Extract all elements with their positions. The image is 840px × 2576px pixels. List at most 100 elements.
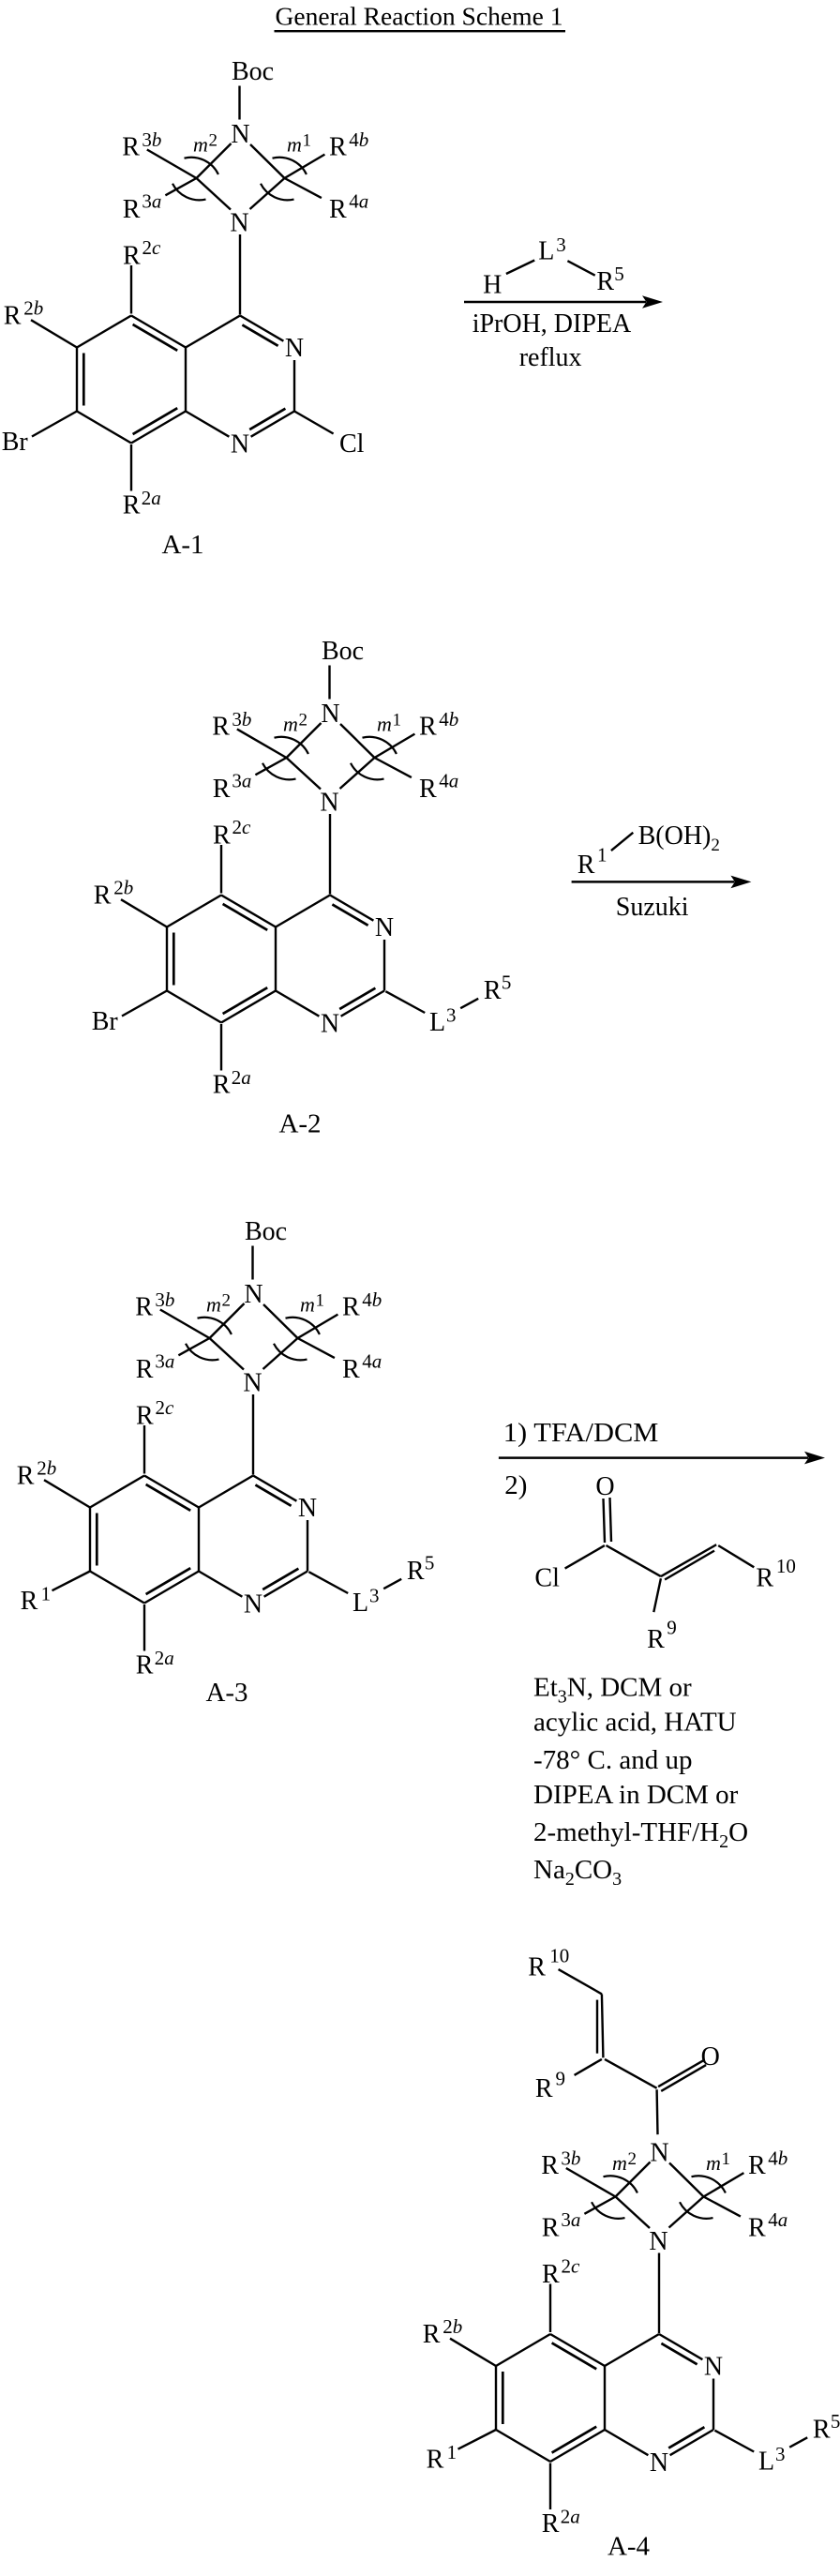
svg-text:R: R (213, 775, 231, 804)
svg-text:1) TFA/DCM: 1) TFA/DCM (503, 1418, 659, 1448)
svg-text:acylic acid, HATU: acylic acid, HATU (533, 1708, 737, 1738)
svg-text:5: 5 (831, 2410, 840, 2433)
svg-text:2: 2 (299, 711, 308, 731)
svg-text:3b: 3b (155, 1288, 174, 1311)
svg-text:10: 10 (776, 1555, 796, 1577)
svg-text:4a: 4a (768, 2208, 788, 2231)
svg-text:Br: Br (92, 1007, 119, 1036)
svg-text:R: R (427, 2445, 444, 2474)
svg-text:3a: 3a (232, 770, 251, 792)
svg-text:3: 3 (446, 1004, 457, 1027)
svg-text:H: H (483, 271, 502, 300)
svg-text:2-methyl-THF/H2O: 2-methyl-THF/H2O (533, 1817, 748, 1852)
svg-text:m: m (287, 132, 302, 156)
svg-text:Suzuki: Suzuki (616, 893, 689, 922)
svg-text:Boc: Boc (322, 637, 364, 666)
svg-text:iPrOH, DIPEA: iPrOH, DIPEA (472, 309, 632, 339)
svg-text:m: m (706, 2151, 721, 2175)
svg-text:2a: 2a (142, 487, 161, 509)
svg-text:4a: 4a (439, 770, 458, 792)
svg-text:4a: 4a (349, 190, 368, 213)
svg-text:A-4: A-4 (608, 2532, 651, 2562)
svg-text:9: 9 (556, 2068, 566, 2090)
svg-text:1: 1 (316, 1291, 325, 1311)
svg-text:2b: 2b (442, 2315, 462, 2338)
svg-text:5: 5 (425, 1551, 435, 1574)
svg-text:R: R (21, 1587, 38, 1616)
svg-text:N: N (375, 913, 394, 942)
svg-text:N: N (285, 334, 304, 363)
svg-text:R: R (123, 195, 141, 224)
svg-text:1: 1 (722, 2149, 731, 2169)
svg-text:5: 5 (502, 971, 512, 993)
svg-text:R: R (342, 1355, 360, 1384)
svg-text:2b: 2b (37, 1457, 56, 1480)
svg-text:4b: 4b (768, 2147, 788, 2170)
svg-text:R: R (748, 2151, 766, 2180)
svg-text:9: 9 (667, 1616, 677, 1638)
svg-text:reflux: reflux (519, 343, 582, 372)
svg-text:N: N (243, 1369, 262, 1398)
svg-text:N: N (321, 700, 339, 729)
svg-text:m: m (193, 132, 208, 156)
svg-text:4b: 4b (439, 708, 458, 731)
svg-text:4b: 4b (349, 128, 368, 151)
svg-text:R: R (542, 2260, 560, 2289)
svg-text:R: R (136, 1402, 154, 1431)
svg-text:A-3: A-3 (205, 1678, 248, 1708)
svg-text:2a: 2a (155, 1647, 174, 1669)
svg-text:N: N (298, 1494, 317, 1523)
svg-text:3: 3 (775, 2443, 786, 2465)
svg-text:R: R (342, 1292, 360, 1321)
svg-text:R: R (135, 1292, 153, 1321)
svg-text:2b: 2b (113, 877, 133, 899)
svg-text:3: 3 (556, 233, 566, 256)
svg-text:R: R (541, 2151, 559, 2180)
svg-text:N: N (244, 1590, 262, 1619)
svg-text:N: N (230, 209, 248, 238)
svg-text:N: N (650, 2448, 668, 2478)
svg-text:m: m (206, 1292, 221, 1316)
svg-text:N: N (231, 430, 249, 459)
svg-text:m: m (300, 1292, 315, 1316)
svg-text:2c: 2c (232, 816, 252, 838)
svg-text:N: N (704, 2353, 723, 2382)
svg-text:N: N (320, 789, 338, 818)
svg-text:R: R (756, 1564, 773, 1593)
svg-text:R: R (17, 1462, 35, 1491)
svg-text:1: 1 (393, 711, 402, 731)
svg-text:N: N (650, 2139, 668, 2168)
svg-text:R: R (647, 1625, 665, 1654)
svg-text:R: R (213, 1071, 231, 1100)
svg-text:10: 10 (549, 1944, 569, 1966)
svg-text:4b: 4b (362, 1288, 382, 1311)
svg-text:1: 1 (41, 1582, 52, 1604)
svg-text:Cl: Cl (534, 1564, 560, 1593)
svg-text:3b: 3b (561, 2147, 580, 2170)
svg-text:R: R (123, 491, 141, 520)
svg-text:2a: 2a (232, 1066, 251, 1089)
svg-text:2c: 2c (156, 1396, 175, 1419)
svg-text:2: 2 (628, 2149, 638, 2169)
svg-text:A-1: A-1 (161, 530, 203, 560)
svg-text:-78° C. and up: -78° C. and up (533, 1745, 692, 1775)
svg-text:O: O (701, 2042, 720, 2071)
svg-text:R: R (423, 2320, 441, 2349)
svg-text:DIPEA in DCM or: DIPEA in DCM or (533, 1780, 739, 1810)
svg-text:Na2CO3: Na2CO3 (533, 1855, 622, 1890)
svg-text:R: R (542, 2214, 560, 2243)
svg-text:2c: 2c (142, 236, 162, 259)
svg-text:R: R (484, 976, 502, 1005)
svg-text:R: R (213, 821, 231, 851)
svg-text:R: R (419, 775, 437, 804)
svg-text:2: 2 (222, 1291, 232, 1311)
svg-text:1: 1 (303, 131, 312, 151)
svg-text:R: R (407, 1557, 425, 1586)
svg-text:L: L (352, 1589, 368, 1618)
svg-text:L: L (429, 1008, 445, 1037)
svg-text:R: R (136, 1355, 154, 1384)
svg-text:R: R (94, 881, 112, 911)
svg-text:3: 3 (369, 1585, 380, 1607)
svg-text:Boc: Boc (245, 1217, 287, 1246)
svg-text:2b: 2b (23, 297, 43, 320)
